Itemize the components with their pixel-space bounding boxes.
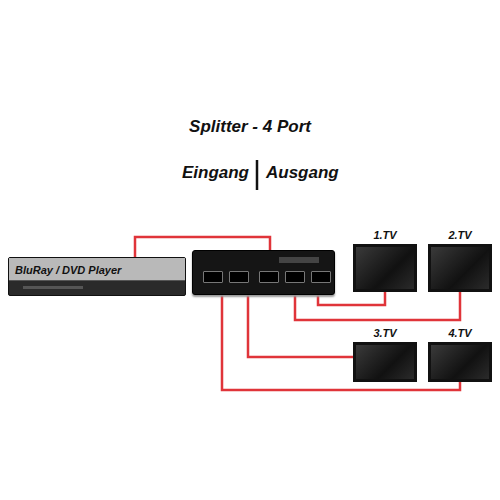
screen-panel (428, 342, 492, 382)
divider-bar (256, 160, 259, 190)
tv-label: 2.TV (428, 228, 492, 242)
hdmi-port (311, 271, 331, 283)
splitter-box (192, 250, 335, 295)
tv-label: 1.TV (353, 228, 417, 242)
tv-screen: 1.TV (353, 228, 417, 292)
tv-screen: 2.TV (428, 228, 492, 292)
screen-panel (353, 342, 417, 382)
device-body (9, 281, 185, 295)
tv-label: 3.TV (353, 326, 417, 340)
io-label: Eingang (182, 163, 249, 183)
title: Splitter - 4 Port (0, 117, 500, 137)
player-device: BluRay / DVD Player (8, 257, 186, 296)
tv-screen: 4.TV (428, 326, 492, 382)
hdmi-cable (222, 295, 460, 390)
hdmi-port (259, 271, 279, 283)
screen-panel (428, 244, 492, 292)
tv-screen: 3.TV (353, 326, 417, 382)
hdmi-cable (295, 292, 460, 320)
hdmi-cable (248, 295, 353, 357)
io-label: Ausgang (266, 163, 339, 183)
hdmi-port (229, 271, 249, 283)
hdmi-port (203, 271, 223, 283)
front-strip (279, 257, 319, 263)
screen-panel (353, 244, 417, 292)
device-top: BluRay / DVD Player (9, 258, 185, 281)
tv-label: 4.TV (428, 326, 492, 340)
hdmi-port (285, 271, 305, 283)
device-label: BluRay / DVD Player (15, 264, 121, 276)
disc-slot (23, 286, 83, 289)
